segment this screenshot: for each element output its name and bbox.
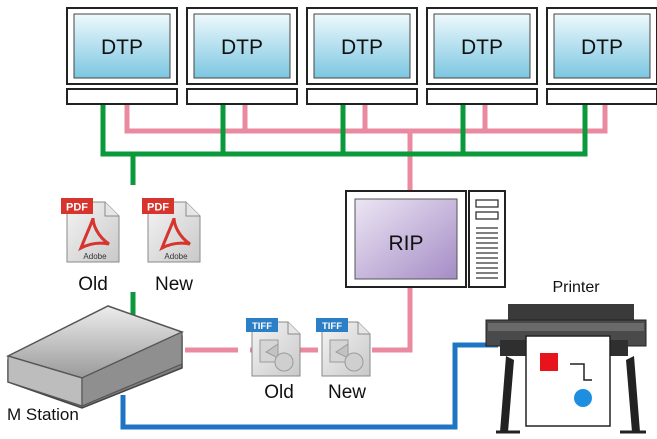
pdf-badge: [61, 198, 93, 214]
monitor-screen: [553, 13, 651, 79]
pdf-badge-text: PDF: [147, 202, 169, 214]
monitor-screen: [73, 13, 171, 79]
monitor-screen: [193, 13, 291, 79]
tiff-badge-text: TIFF: [322, 321, 342, 332]
dtp-workstation: DTP: [66, 7, 178, 105]
m-station-label: M Station: [7, 405, 79, 424]
keyboard: [66, 88, 178, 105]
green-network: [100, 103, 588, 315]
pdf-badge: [142, 198, 174, 214]
adobe-brand: Adobe: [164, 252, 188, 261]
tiff-document-old: TIFF: [246, 318, 301, 377]
dtp-label: DTP: [581, 36, 623, 59]
pdf-document-old: PDF Adobe: [61, 198, 120, 263]
pdf-badge-text: PDF: [66, 202, 88, 214]
monitor-screen: [433, 13, 531, 79]
keyboard: [426, 88, 538, 105]
m-station-icon: [5, 305, 184, 409]
keyboard: [546, 88, 657, 105]
tiff-badge: [246, 318, 278, 332]
acrobat-icon: [78, 217, 110, 252]
blue-dot: [574, 389, 592, 407]
tiff-badge-text: TIFF: [252, 321, 272, 332]
pdf-new-caption: New: [155, 274, 193, 295]
pdf-old-caption: Old: [78, 274, 108, 295]
tower-icon: [468, 190, 506, 288]
tiff-old-caption: Old: [264, 382, 294, 403]
dtp-label: DTP: [101, 36, 143, 59]
dtp-label: DTP: [341, 36, 383, 59]
acrobat-icon: [159, 217, 191, 252]
printer-icon: [485, 304, 647, 434]
pink-network: [124, 103, 608, 353]
red-square: [540, 353, 558, 371]
keyboard: [186, 88, 298, 105]
rip-label: RIP: [388, 232, 423, 255]
printed-page: [525, 335, 611, 427]
tiff-document-new: TIFF: [316, 318, 371, 377]
adobe-brand: Adobe: [83, 252, 107, 261]
tiff-new-caption: New: [328, 382, 366, 403]
printer-label: Printer: [552, 279, 600, 296]
dtp-workstation: DTP: [546, 7, 657, 105]
image-shapes-icon: [259, 339, 294, 372]
tiff-badge: [316, 318, 348, 332]
dtp-label: DTP: [221, 36, 263, 59]
pdf-document-new: PDF Adobe: [142, 198, 201, 263]
image-shapes-icon: [329, 339, 364, 372]
keyboard: [306, 88, 418, 105]
monitor-screen: [313, 13, 411, 79]
rip-workstation: RIP: [345, 190, 506, 288]
dtp-label: DTP: [461, 36, 503, 59]
dtp-workstation: DTP: [306, 7, 418, 105]
dtp-workstation: DTP: [186, 7, 298, 105]
blue-link: [120, 342, 498, 430]
dtp-workstation: DTP: [426, 7, 538, 105]
rip-screen: [354, 198, 458, 280]
